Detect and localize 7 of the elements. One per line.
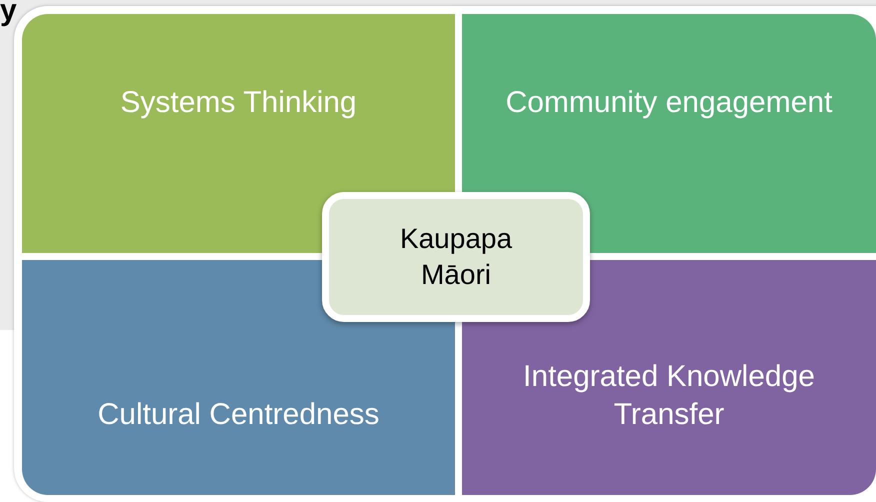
center-box (322, 192, 590, 322)
quadrant-label: Systems Thinking (120, 85, 357, 121)
quadrant-label: Community engagement (506, 85, 832, 121)
center-label: Kaupapa Māori (398, 222, 514, 292)
quadrant-label: Integrated Knowledge Transfer (522, 359, 816, 432)
title-fragment: y (0, 0, 17, 26)
quadrant-label: Cultural Centredness (98, 396, 380, 432)
